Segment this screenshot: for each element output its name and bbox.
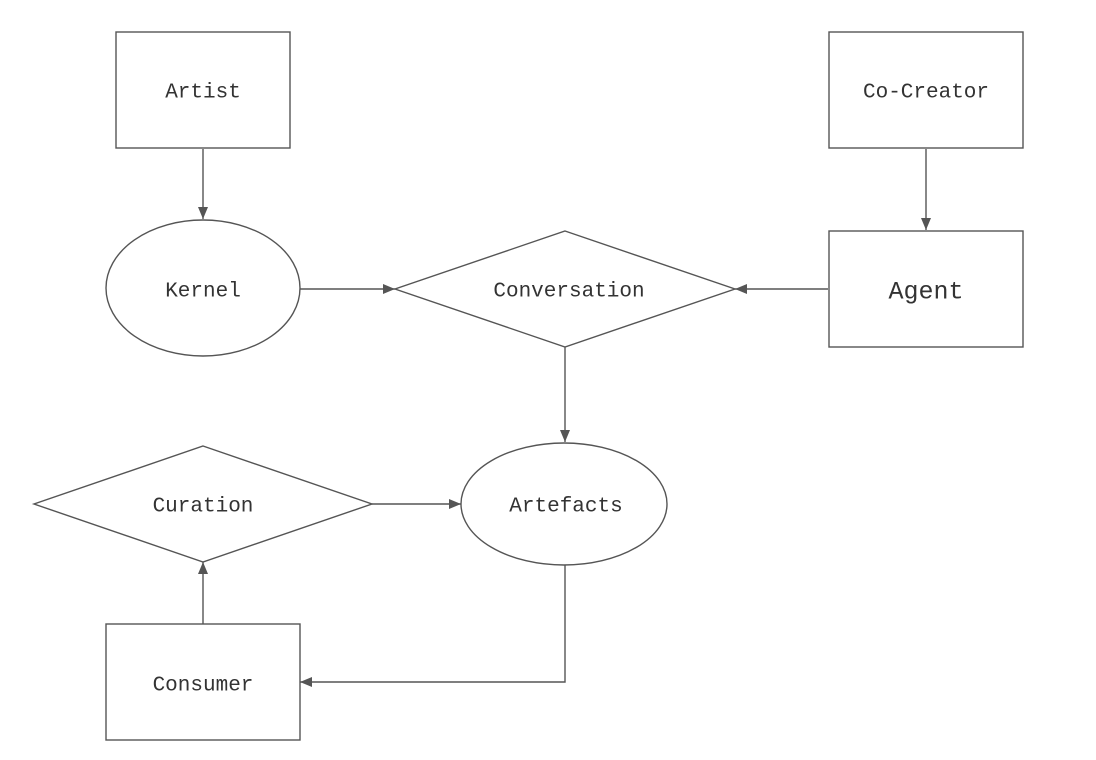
node-consumer: Consumer <box>105 623 301 741</box>
artist-box <box>115 31 291 149</box>
node-co-creator: Co-Creator <box>828 31 1024 149</box>
artefacts-label: Artefacts <box>509 496 622 519</box>
conversation-diamond <box>392 230 738 348</box>
agent-label: Agent <box>888 278 963 307</box>
node-curation: Curation <box>31 445 375 563</box>
edge-artefacts-to-consumer <box>300 565 566 687</box>
node-artist: Artist <box>115 31 291 149</box>
kernel-ellipse <box>105 219 301 357</box>
artefacts-ellipse <box>460 442 668 566</box>
agent-box <box>828 230 1024 348</box>
co-creator-label: Co-Creator <box>863 82 989 105</box>
conversation-label: Conversation <box>493 281 644 304</box>
node-conversation: Conversation <box>392 230 738 348</box>
consumer-label: Consumer <box>153 675 254 698</box>
kernel-label: Kernel <box>165 281 241 304</box>
node-kernel: Kernel <box>105 219 301 357</box>
co-creator-box <box>828 31 1024 149</box>
curation-diamond <box>31 445 375 563</box>
consumer-box <box>105 623 301 741</box>
node-agent: Agent <box>828 230 1024 348</box>
node-artefacts: Artefacts <box>460 442 668 566</box>
artist-label: Artist <box>165 82 241 105</box>
curation-label: Curation <box>153 496 254 519</box>
